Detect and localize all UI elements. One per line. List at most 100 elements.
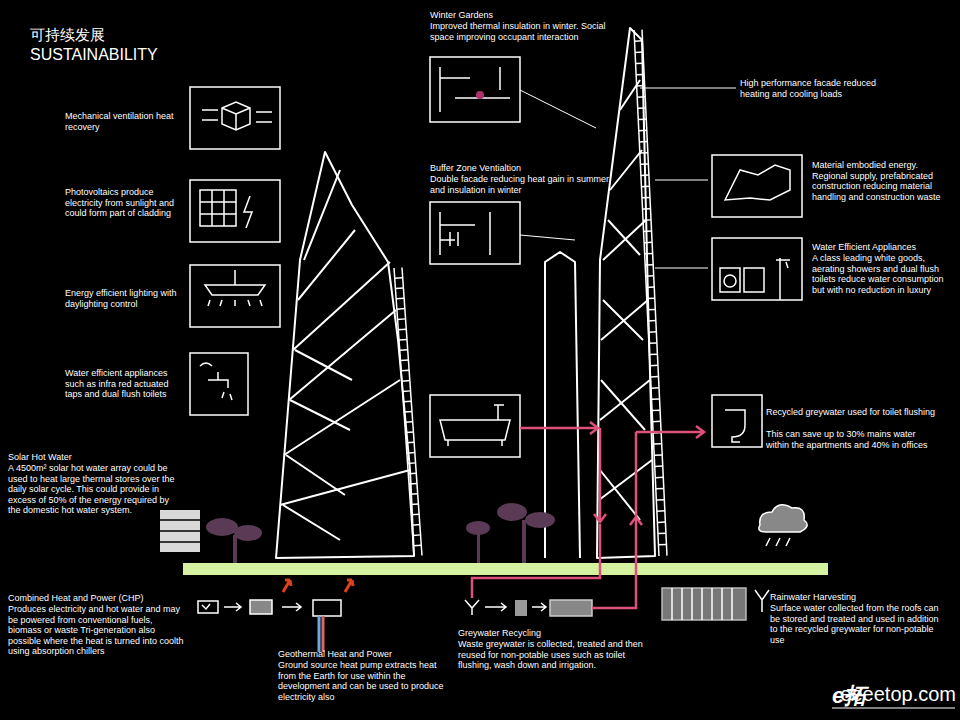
ladder-stroke — [652, 398, 660, 400]
ladder-stroke — [647, 309, 655, 311]
ladder-stroke — [635, 40, 643, 42]
greywater-pipes — [599, 428, 602, 522]
ladder-stroke — [396, 298, 404, 300]
callout-text: Surface water collected from the roofs c… — [770, 603, 948, 645]
ladder-stroke — [648, 320, 656, 322]
ladder-stroke — [639, 130, 647, 132]
ladder-stroke — [637, 85, 645, 87]
left-ladder — [394, 267, 422, 556]
callout-text: This can save up to 30% mains water with… — [766, 429, 936, 450]
ladder-stroke — [635, 51, 643, 53]
icon-drawings — [720, 268, 740, 292]
trees — [477, 532, 480, 563]
ladder-stroke — [400, 359, 408, 361]
ladder-stroke — [643, 219, 651, 221]
flow-arrows — [318, 616, 321, 652]
icon-drawings — [200, 363, 232, 400]
ladder-stroke — [658, 532, 666, 534]
icon-drawings — [672, 588, 732, 620]
ladder-stroke — [650, 365, 658, 367]
ladder-stroke — [404, 411, 412, 413]
icon-boxes — [190, 265, 280, 327]
icon-drawings — [198, 601, 218, 613]
leader-lines — [640, 88, 736, 89]
greywater-pipes — [520, 427, 598, 430]
icon-boxes — [190, 57, 802, 457]
icon-drawings — [724, 275, 736, 287]
left-tower — [283, 350, 352, 540]
icon-drawings — [160, 520, 200, 542]
ladder-stroke — [636, 74, 644, 76]
ground-band — [183, 563, 828, 575]
ladder-stroke — [403, 390, 411, 392]
icon-drawings — [244, 196, 252, 228]
ladder-stroke — [399, 339, 407, 341]
icon-boxes — [430, 57, 520, 122]
icon-drawings — [465, 600, 479, 615]
right-ladder — [634, 30, 667, 556]
leader-lines — [520, 235, 575, 240]
ladder-stroke — [395, 277, 403, 279]
icon-boxes — [190, 353, 248, 415]
icon-drawings — [755, 590, 769, 612]
greywater-pipes — [472, 422, 704, 608]
ladder-stroke — [400, 349, 408, 351]
ladder-stroke — [402, 380, 410, 382]
icon-drawings — [440, 67, 510, 112]
ladder-stroke — [646, 275, 654, 277]
ladder-stroke — [639, 141, 647, 143]
ladder-stroke — [646, 286, 654, 288]
icon-boxes — [712, 395, 762, 447]
ladder-stroke — [410, 503, 418, 505]
callout-text: Material embodied energy. Regional suppl… — [812, 160, 954, 202]
ladder-stroke — [656, 499, 664, 501]
ladder-stroke — [640, 163, 648, 165]
icon-drawings — [766, 538, 790, 546]
ladder-stroke — [653, 421, 661, 423]
callout-text: Photovoltaics produce electricity from s… — [65, 187, 187, 219]
icon-drawings — [550, 600, 592, 616]
flow-arrows — [322, 616, 325, 652]
ladder-stroke — [658, 544, 666, 546]
icon-drawings — [160, 510, 200, 552]
callout-text: Mechanical ventilation heat recovery — [65, 111, 183, 132]
ladder-stroke — [394, 268, 414, 556]
icon-drawings — [440, 212, 490, 255]
ladder-stroke — [651, 387, 659, 389]
ladder-stroke — [405, 431, 413, 433]
ladder-stroke — [413, 534, 421, 536]
ladder-stroke — [398, 328, 406, 330]
icon-drawings — [313, 600, 341, 616]
ladder-stroke — [636, 62, 644, 64]
chinese-title: 可持续发展 — [30, 26, 105, 43]
callout-heading: Solar Hot Water — [8, 452, 72, 463]
callout-text: Improved thermal insulation in winter. S… — [430, 21, 610, 42]
icon-drawings — [160, 67, 807, 620]
callout-heading: Rainwater Harvesting — [770, 592, 856, 603]
icon-drawings — [250, 600, 272, 614]
greywater-pipes — [590, 422, 598, 434]
ladder-stroke — [637, 96, 645, 98]
icon-drawings — [776, 258, 790, 300]
ladder-stroke — [649, 353, 657, 355]
greywater-pipes — [696, 426, 704, 438]
callout-text: A 4500m² solar hot water array could be … — [8, 463, 184, 516]
greywater-pipes — [472, 524, 600, 598]
ladder-stroke — [643, 208, 651, 210]
trees — [234, 525, 262, 541]
ladder-stroke — [398, 318, 406, 320]
flow-arrows — [345, 580, 353, 592]
right-tower — [599, 80, 652, 500]
icon-drawings — [744, 268, 764, 292]
ladder-stroke — [655, 465, 663, 467]
callout-heading: Combined Heat and Power (CHP) — [8, 593, 144, 604]
trees — [206, 503, 555, 563]
icon-drawings — [202, 110, 272, 122]
greywater-pipes — [594, 514, 606, 522]
greywater-pipes — [630, 517, 642, 525]
leader-lines — [655, 268, 708, 269]
trees — [497, 503, 527, 521]
icon-drawings — [440, 405, 510, 446]
icon-boxes — [712, 155, 802, 217]
icon-boxes — [430, 202, 520, 264]
